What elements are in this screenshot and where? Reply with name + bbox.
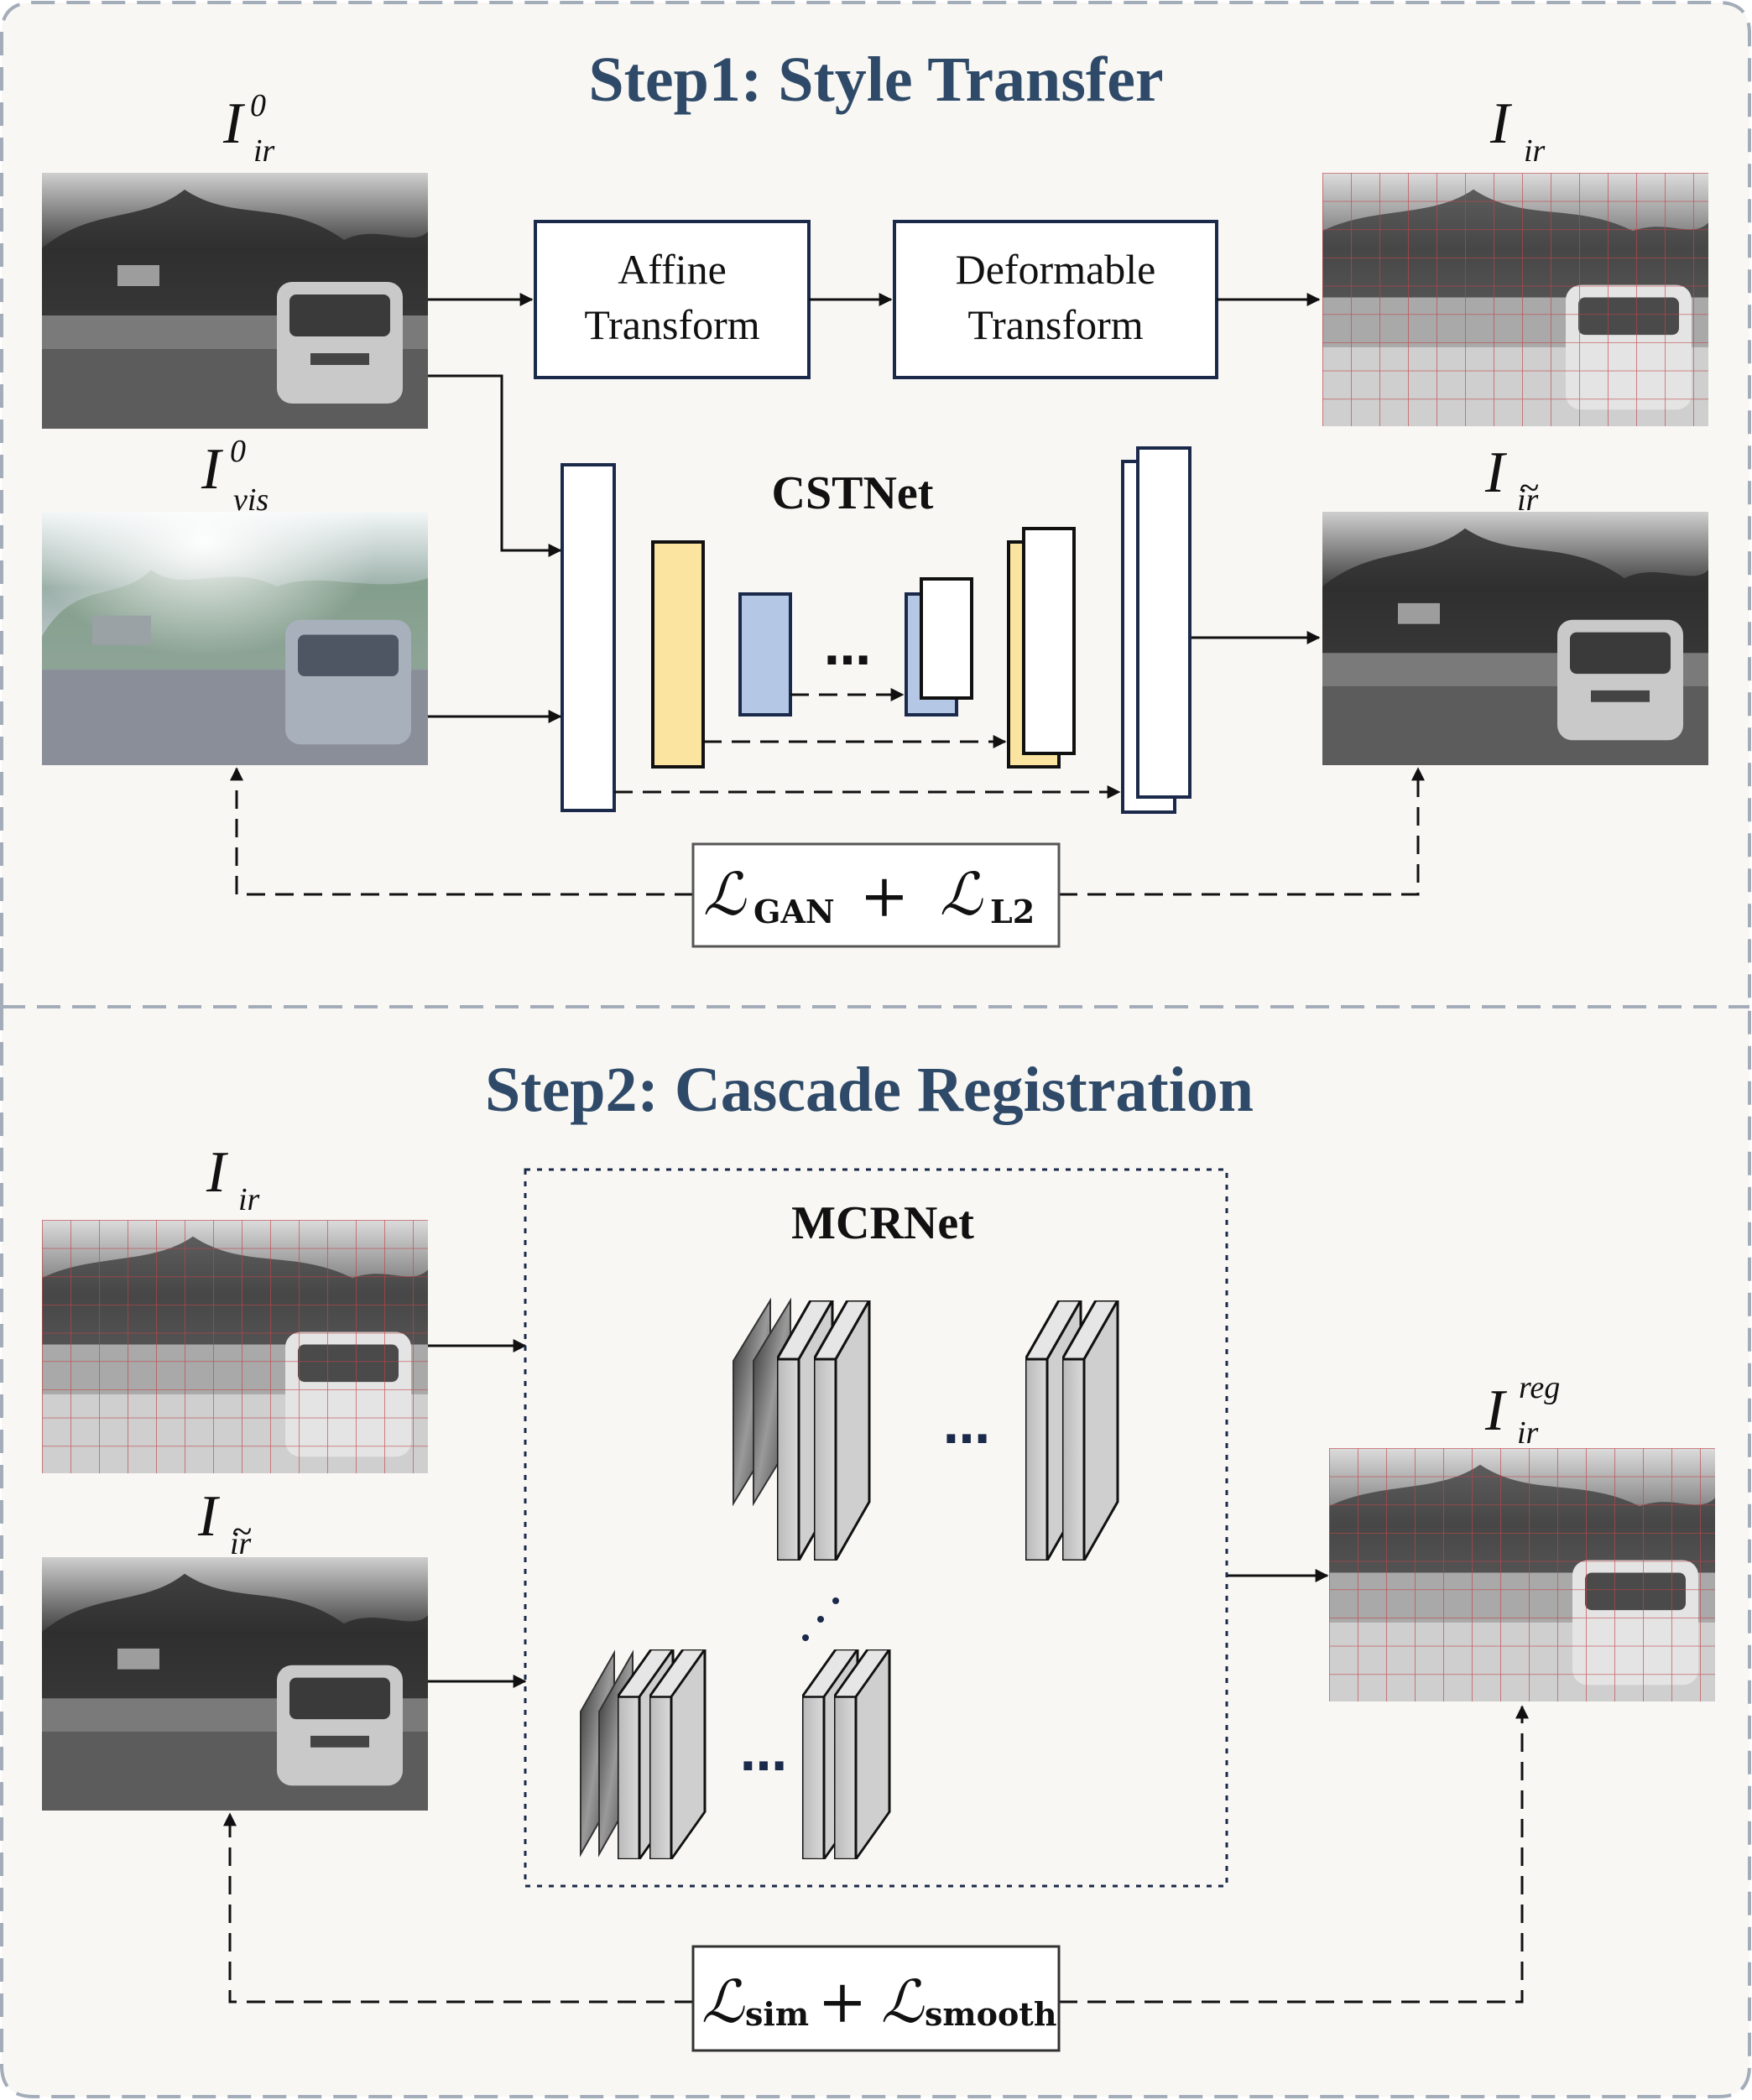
cstnet-input-block bbox=[561, 463, 616, 812]
step1-loss-term-a: GAN bbox=[753, 893, 835, 930]
step2-label-ir-main: I bbox=[206, 1140, 229, 1205]
step1-loss: ℒ GAN + ℒ L2 bbox=[230, 767, 1425, 948]
deformable-line2: Transform bbox=[967, 301, 1143, 348]
cstnet-output-block-front bbox=[1136, 446, 1191, 799]
step2-label-ir: I ir bbox=[206, 1140, 260, 1217]
image-ir-input bbox=[42, 173, 428, 429]
label-ir-warped-main: I bbox=[1489, 91, 1513, 156]
step2-label-ir-tilde-sub: ir bbox=[230, 1526, 252, 1561]
label-ir-tilde-mark: ~ bbox=[1519, 467, 1539, 508]
image-ir-registered bbox=[1329, 1448, 1715, 1701]
mcrnet: MCRNet … … bbox=[524, 1168, 1228, 1888]
step2-label-ir-tilde-main: I bbox=[197, 1484, 221, 1549]
step2-input-arrows bbox=[428, 1339, 1329, 1688]
step1-loss-plus: + bbox=[860, 862, 910, 930]
step2-loss-L1: ℒ bbox=[701, 1967, 745, 2036]
step2-loss-term-b: smooth bbox=[925, 1995, 1056, 2033]
label-ir0-sup: 0 bbox=[250, 88, 266, 123]
label-vis0-main: I bbox=[201, 437, 224, 502]
step2-loss-box bbox=[691, 1945, 1061, 2052]
affine-line1: Affine bbox=[618, 246, 727, 293]
label-ir-reg-main: I bbox=[1484, 1378, 1508, 1443]
step1-panel-border bbox=[0, 1, 1751, 1007]
cstnet-skip-connections bbox=[614, 688, 1121, 799]
mcrnet-frame bbox=[524, 1168, 1228, 1888]
step1-panel: Step1: Style Transfer I 0 ir I 0 vis Aff… bbox=[0, 1, 1751, 1007]
cstnet-decoder-block-1-front bbox=[1022, 527, 1076, 755]
step2-title: Step2: Cascade Registration bbox=[485, 1055, 1254, 1125]
step2-panel-border bbox=[0, 1007, 1751, 2098]
cstnet-ellipsis: … bbox=[824, 622, 871, 676]
step2-loss-term-a: sim bbox=[745, 1995, 809, 2033]
step2-panel: Step2: Cascade Registration I ir I ~ ir … bbox=[0, 1005, 1751, 2098]
mcrnet-label: MCRNet bbox=[791, 1197, 974, 1249]
step2-loss-L2: ℒ bbox=[881, 1967, 925, 2036]
cstnet-encoder-block-1 bbox=[651, 540, 705, 769]
label-ir0-sub: ir bbox=[253, 133, 275, 169]
label-ir-reg-sub: ir bbox=[1517, 1415, 1539, 1451]
deformable-transform-box: Deformable Transform bbox=[893, 220, 1218, 379]
step1-title: Step1: Style Transfer bbox=[588, 44, 1163, 115]
image-vis-input bbox=[42, 512, 428, 765]
step1-loss-term-b: L2 bbox=[990, 893, 1035, 930]
mcrnet-bottom-ellipsis: … bbox=[740, 1727, 787, 1782]
affine-line2: Transform bbox=[584, 301, 759, 348]
label-ir-reg: I reg ir bbox=[1484, 1370, 1560, 1451]
step2-loss: ℒ sim + ℒ smooth bbox=[223, 1705, 1529, 2052]
step1-loss-box bbox=[691, 842, 1061, 948]
label-ir-reg-sup: reg bbox=[1519, 1370, 1560, 1405]
label-ir-tilde-main: I bbox=[1484, 440, 1508, 505]
step2-image-ir-pseudo bbox=[42, 1557, 428, 1811]
label-ir0: I 0 ir bbox=[222, 88, 275, 169]
mcrnet-top-ellipsis: … bbox=[943, 1400, 990, 1455]
step2-image-ir-deformed bbox=[42, 1220, 428, 1473]
label-ir-warped-sub: ir bbox=[1524, 133, 1546, 169]
label-vis0-sup: 0 bbox=[230, 434, 246, 469]
label-ir0-main: I bbox=[222, 91, 246, 156]
step2-loss-plus: + bbox=[818, 1967, 868, 2036]
step1-loss-L2: ℒ bbox=[940, 860, 983, 929]
step2-label-ir-tilde-mark: ~ bbox=[232, 1511, 252, 1552]
label-ir-warped: I ir bbox=[1489, 91, 1546, 169]
image-ir-pseudo bbox=[1322, 512, 1708, 765]
affine-transform-box: Affine Transform bbox=[534, 220, 811, 379]
mcrnet-diagonal-ellipsis bbox=[802, 1597, 839, 1641]
step2-label-ir-sub: ir bbox=[238, 1182, 260, 1217]
cstnet-encoder-block-2 bbox=[738, 592, 792, 717]
step1-loss-L1: ℒ bbox=[703, 860, 747, 929]
step1-flow-arrows bbox=[428, 293, 1321, 723]
step2-label-ir-tilde: I ~ ir bbox=[197, 1484, 252, 1561]
deformable-line1: Deformable bbox=[956, 246, 1156, 293]
cstnet: CSTNet … bbox=[561, 446, 1191, 814]
cstnet-label: CSTNet bbox=[772, 467, 934, 519]
cstnet-decoder-block-2-front bbox=[920, 577, 973, 700]
image-ir-deformed bbox=[1322, 173, 1708, 426]
